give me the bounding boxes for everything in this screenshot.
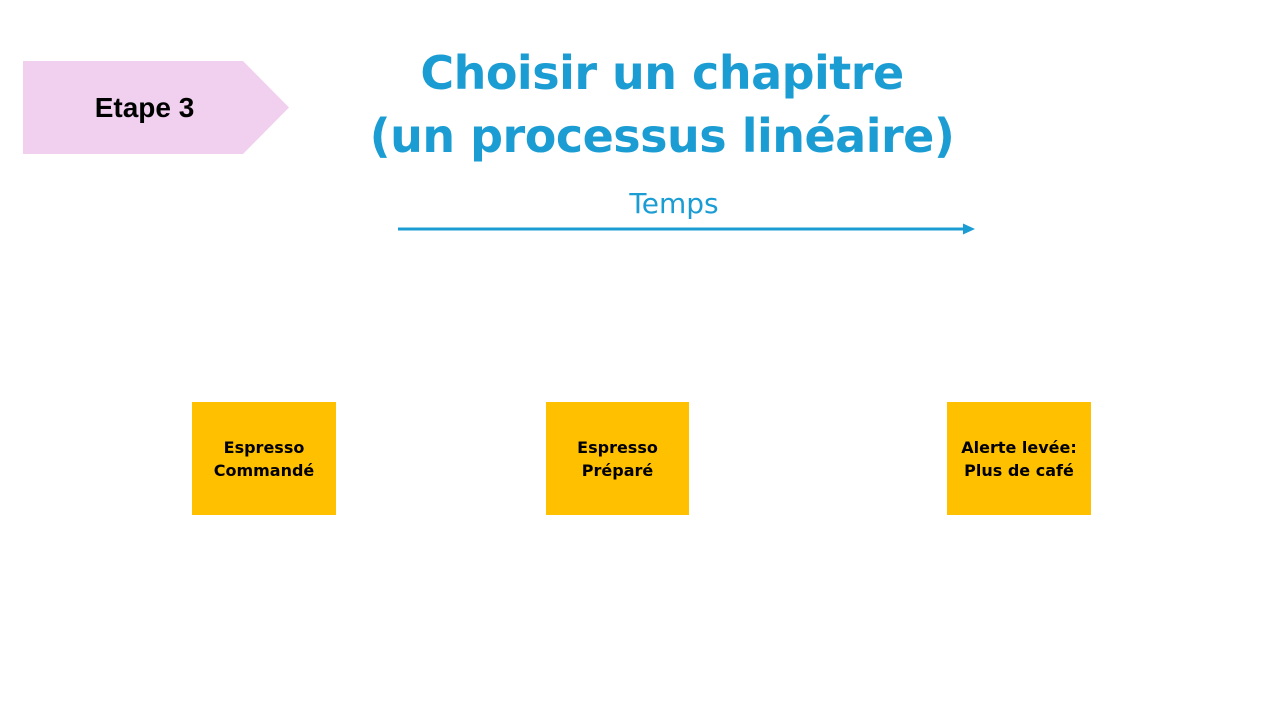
- title-line-2: (un processus linéaire): [369, 109, 955, 163]
- event-text-line: Commandé: [213, 460, 315, 480]
- step-label: Etape 3: [94, 91, 195, 123]
- event-text-line: Alerte levée:: [961, 437, 1077, 457]
- slide-title: Choisir un chapitre (un processus linéai…: [300, 42, 1024, 168]
- timeline-label: Temps: [629, 187, 719, 220]
- event-text-line: Espresso: [577, 437, 658, 457]
- timeline-arrow: [398, 223, 975, 235]
- title-line-1: Choisir un chapitre: [420, 46, 904, 100]
- event-sticky-note[interactable]: Espresso Commandé: [192, 402, 336, 515]
- pentagon-arrow-shape: [23, 61, 289, 154]
- event-text-line: Préparé: [581, 460, 654, 480]
- event-text-line: Plus de café: [964, 460, 1074, 480]
- event-sticky-note[interactable]: Alerte levée: Plus de café: [947, 402, 1091, 515]
- event-sticky-note[interactable]: Espresso Préparé: [546, 402, 689, 515]
- step-tag: Etape 3: [23, 61, 289, 154]
- event-text-line: Espresso: [223, 437, 305, 457]
